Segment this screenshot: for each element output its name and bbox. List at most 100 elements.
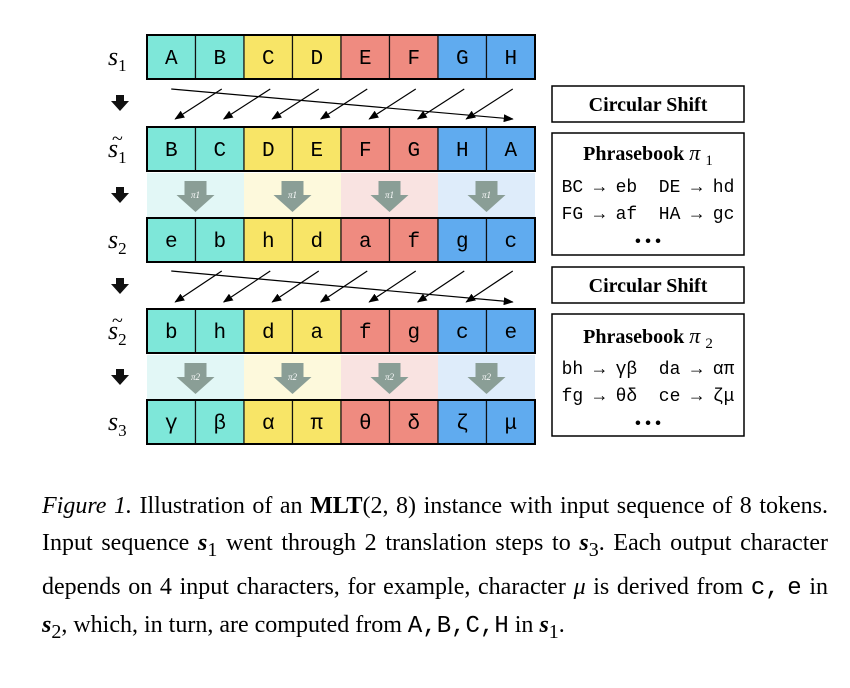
sequence-row-border xyxy=(146,126,536,172)
circular-shift-box-1: Circular Shift xyxy=(551,85,745,123)
token-label: C xyxy=(262,48,275,71)
token-cell xyxy=(194,217,245,263)
phrasebook-1-rule-2: FG → af HA → gc xyxy=(562,205,735,225)
phrasebook-2-rule-1: bh → γβ da → απ xyxy=(562,360,735,380)
token-label: A xyxy=(165,48,178,71)
token-label: D xyxy=(310,48,323,71)
token-label: ζ xyxy=(456,413,469,436)
phrasebook-2-ellipsis: • • • xyxy=(635,415,661,432)
translation-arrow-icon xyxy=(370,181,409,212)
token-label: B xyxy=(213,48,226,71)
token-label: e xyxy=(504,322,517,345)
phrasebook-sub-2: 2 xyxy=(705,336,713,352)
phrasebook-sub-1: 1 xyxy=(705,153,713,169)
phrasebook-symbol-1: π xyxy=(689,140,701,165)
translation-arrow-label: π2 xyxy=(288,372,298,382)
sequence-row-border xyxy=(146,308,536,354)
row-label-3: s2 xyxy=(108,225,127,258)
token-cell xyxy=(485,126,536,172)
translation-arrow-label: π2 xyxy=(191,372,201,382)
phrasebook-2-rule-2: fg → θδ ce → ζμ xyxy=(562,387,735,407)
token-label: H xyxy=(504,48,517,71)
token-cell xyxy=(388,126,439,172)
token-cell xyxy=(291,399,342,445)
token-cell xyxy=(291,126,342,172)
shift-arrow xyxy=(368,270,417,303)
phrasebook-1-ellipsis: • • • xyxy=(635,233,661,250)
shift-arrow xyxy=(222,270,271,303)
token-label: H xyxy=(456,140,469,163)
translation-arrow-label: π2 xyxy=(482,372,492,382)
translation-arrow-icon xyxy=(176,363,215,394)
shift-arrow xyxy=(465,88,514,120)
phrasebook-box-2: Phrasebook π 2 bh → γβ da → απ fg → θδ c… xyxy=(551,313,745,437)
row-label-2: s1 xyxy=(108,134,127,167)
token-label: α xyxy=(262,413,275,436)
sequence-row-border xyxy=(146,399,536,445)
wrap-shift-arrow xyxy=(171,270,514,306)
shift-arrow xyxy=(222,88,271,120)
token-label: b xyxy=(165,322,178,345)
caption-mlt: MLT xyxy=(310,493,363,519)
sequence-row-border xyxy=(146,34,536,80)
token-label: e xyxy=(165,231,178,254)
circular-shift-box-2: Circular Shift xyxy=(551,266,745,304)
token-cell xyxy=(291,308,342,354)
token-cell xyxy=(437,217,488,263)
token-label: a xyxy=(359,231,372,254)
translation-arrow-icon xyxy=(370,363,409,394)
token-cell xyxy=(340,217,391,263)
token-label: E xyxy=(359,48,372,71)
token-cell xyxy=(388,399,439,445)
token-label: f xyxy=(407,231,420,254)
shift-arrow xyxy=(368,88,417,120)
sequence-row-border xyxy=(146,217,536,263)
phrasebook-box-1: Phrasebook π 1 BC → eb DE → hd FG → af H… xyxy=(551,132,745,256)
shift-arrow xyxy=(416,88,465,120)
token-label: γ xyxy=(165,413,178,436)
shift-arrow xyxy=(174,88,223,120)
token-label: b xyxy=(213,231,226,254)
translation-arrow-label: π1 xyxy=(385,190,394,200)
translation-arrow-icon xyxy=(273,181,312,212)
token-label: c xyxy=(504,231,517,254)
token-label: β xyxy=(213,413,226,436)
caption-figure-label: Figure 1. xyxy=(42,493,132,519)
step-down-arrow-icon xyxy=(111,187,129,203)
token-label: θ xyxy=(359,413,372,436)
token-label: c xyxy=(456,322,469,345)
token-cell xyxy=(437,399,488,445)
svg-text:Phrasebook π 1: Phrasebook π 1 xyxy=(583,140,713,169)
translation-arrow-icon xyxy=(467,363,506,394)
step-down-arrow-icon xyxy=(111,278,129,294)
token-cell xyxy=(243,217,294,263)
token-cell xyxy=(291,34,342,80)
translation-arrow-label: π1 xyxy=(288,190,297,200)
token-cell xyxy=(437,34,488,80)
svg-text:Phrasebook π 2: Phrasebook π 2 xyxy=(583,323,713,352)
phrasebook-title-1: Phrasebook xyxy=(583,143,685,165)
phrasebook-title-2: Phrasebook xyxy=(583,326,685,348)
circular-shift-title-2: Circular Shift xyxy=(589,275,708,297)
token-label: G xyxy=(407,140,420,163)
token-label: E xyxy=(310,140,323,163)
token-label: g xyxy=(456,231,469,254)
token-label: F xyxy=(359,140,372,163)
token-label: C xyxy=(213,140,226,163)
shift-arrow xyxy=(416,270,465,303)
token-label: g xyxy=(407,322,420,345)
token-label: f xyxy=(359,322,372,345)
row-label-5: s3 xyxy=(108,407,127,440)
step-down-arrow-icon xyxy=(111,95,129,111)
token-label: d xyxy=(262,322,275,345)
token-label: F xyxy=(407,48,420,71)
circular-shift-title-1: Circular Shift xyxy=(589,94,708,116)
token-cell xyxy=(340,308,391,354)
